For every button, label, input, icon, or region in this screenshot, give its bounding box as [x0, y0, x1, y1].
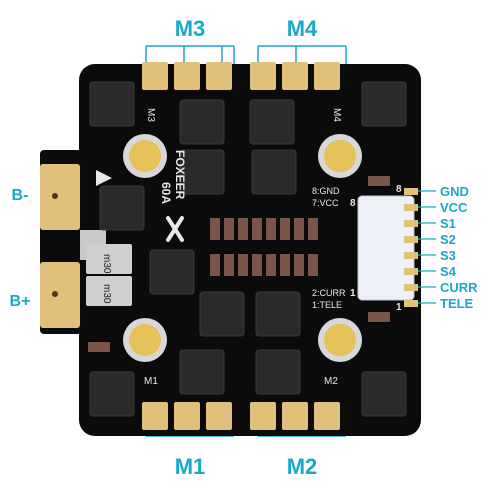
silk-shunt-1: m30 — [101, 254, 112, 274]
pin-label-s3: S3 — [440, 248, 456, 263]
pin-label-curr: CURR — [440, 280, 478, 295]
pin-label-vcc: VCC — [440, 200, 468, 215]
silk-pin-gnd: 8:GND — [312, 186, 340, 196]
silk-pin-8: 8 — [350, 198, 356, 209]
m4-callout: M4 — [287, 16, 318, 41]
silk-pin-curr: 2:CURR — [312, 288, 346, 298]
silk-pin-1: 1 — [350, 288, 356, 299]
smd-part-top — [368, 176, 390, 186]
current-shunt-2 — [86, 276, 132, 306]
pad-hole-positive — [52, 291, 58, 297]
smd-part-bottom — [368, 312, 390, 322]
pin-label-s4: S4 — [440, 264, 457, 279]
battery-negative-label: B- — [12, 187, 29, 204]
m3-callout: M3 — [175, 16, 206, 41]
pin-label-s1: S1 — [440, 216, 456, 231]
connector-pins — [404, 188, 418, 307]
silk-pin-tele: 1:TELE — [312, 300, 342, 310]
m4-bracket — [257, 45, 347, 64]
silk-m2: M2 — [324, 376, 338, 387]
silk-pin-vcc: 7:VCC — [312, 198, 339, 208]
signal-connector — [357, 195, 415, 301]
silk-model: 60A — [159, 182, 173, 204]
pin-label-s2: S2 — [440, 232, 456, 247]
m3-pads — [142, 62, 232, 90]
silk-m3: M3 — [145, 108, 156, 122]
mounting-holes — [123, 134, 362, 362]
mosfet-chips — [89, 81, 407, 417]
m1-pads — [142, 402, 232, 430]
silk-brand: FOXEER — [173, 150, 187, 200]
m2-pads — [250, 402, 340, 430]
pin-label-gnd: GND — [440, 184, 469, 199]
pad-hole-negative — [52, 193, 58, 199]
silk-connector-8: 8 — [396, 184, 402, 195]
smd-part-left — [88, 342, 110, 352]
silk-m4: M4 — [331, 108, 342, 122]
silk-m1: M1 — [144, 376, 158, 387]
silk-connector-1: 1 — [396, 302, 402, 313]
foxeer-x-logo — [166, 216, 184, 242]
battery-positive-pad — [40, 262, 80, 328]
m4-pads — [250, 62, 340, 90]
current-shunt-1 — [86, 244, 132, 274]
capacitor-array — [210, 218, 318, 276]
m2-callout: M2 — [287, 454, 318, 479]
battery-positive-label: B+ — [10, 293, 31, 310]
silk-shunt-2: m30 — [101, 284, 112, 304]
m1-callout: M1 — [175, 454, 206, 479]
arrow-icon — [96, 170, 112, 186]
m3-bracket — [145, 45, 235, 64]
battery-negative-pad — [40, 164, 80, 230]
pin-label-tele: TELE — [440, 296, 474, 311]
pin-label-leaders — [418, 190, 436, 304]
